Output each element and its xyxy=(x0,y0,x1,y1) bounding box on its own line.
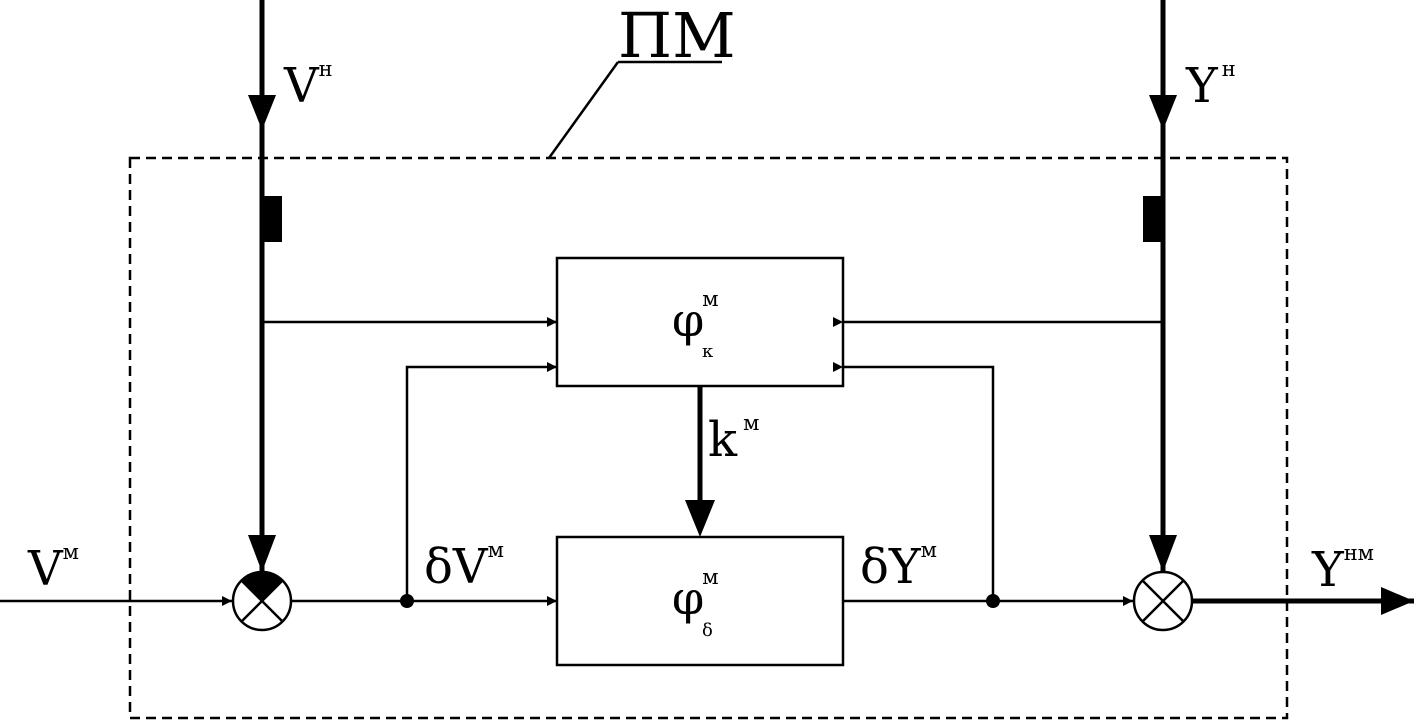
vn-junction-arrow-icon xyxy=(248,535,276,572)
module-leader-line xyxy=(547,61,620,159)
block-phi-delta-label: φм δ xyxy=(672,565,719,641)
yn-label-sup: н xyxy=(1222,57,1236,81)
dv-label: δVм xyxy=(424,538,504,595)
vn-label-sup: н xyxy=(319,57,333,81)
left-summing-junction-icon xyxy=(231,570,293,632)
output-label: Yнм xyxy=(1311,541,1374,598)
block-phi-k xyxy=(555,256,845,388)
yn-junction-arrow-icon xyxy=(1149,535,1177,572)
vn-arrow-icon xyxy=(248,95,276,130)
yn-label-base: Y xyxy=(1185,58,1219,114)
vm-label: Vм xyxy=(27,540,79,597)
output-arrow-icon xyxy=(1381,587,1414,615)
vn-switch-contact-icon xyxy=(260,196,282,242)
k-label-sup: м xyxy=(743,411,759,435)
module-boundary xyxy=(128,156,1289,720)
output-label-base: Y xyxy=(1311,542,1345,598)
dy-label: δYм xyxy=(860,538,937,595)
dv-branch-point-icon xyxy=(400,594,414,608)
vm-label-sup: м xyxy=(63,540,79,564)
output-label-sup: нм xyxy=(1344,541,1374,565)
vn-label-base: V xyxy=(283,58,320,114)
dy-feedback-line xyxy=(833,362,995,601)
dy-label-base: δY xyxy=(860,539,922,595)
block-phi-delta-sub: δ xyxy=(702,620,713,641)
dv-label-base: δV xyxy=(424,539,489,595)
vn-label: Vн xyxy=(283,57,333,114)
block-phi-k-symbol: φ xyxy=(672,293,704,347)
module-label: ПМ xyxy=(618,0,736,72)
block-phi-delta-symbol: φ xyxy=(672,571,704,625)
right-summing-junction-icon xyxy=(1132,570,1194,632)
yn-switch-contact-icon xyxy=(1143,196,1165,242)
dy-branch-point-icon xyxy=(986,594,1000,608)
block-phi-delta-sup: м xyxy=(702,565,718,589)
dv-label-sup: м xyxy=(488,538,504,562)
yn-arrow-icon xyxy=(1149,95,1177,130)
dv-feedback-line xyxy=(405,362,557,601)
k-label-base: k xyxy=(708,412,738,468)
vm-label-base: V xyxy=(27,541,64,597)
k-arrow-icon xyxy=(685,500,715,537)
block-phi-k-label: φм к xyxy=(672,287,719,362)
block-phi-k-sub: к xyxy=(702,341,714,362)
dy-label-sup: м xyxy=(921,538,937,562)
block-phi-k-sup: м xyxy=(702,287,718,311)
